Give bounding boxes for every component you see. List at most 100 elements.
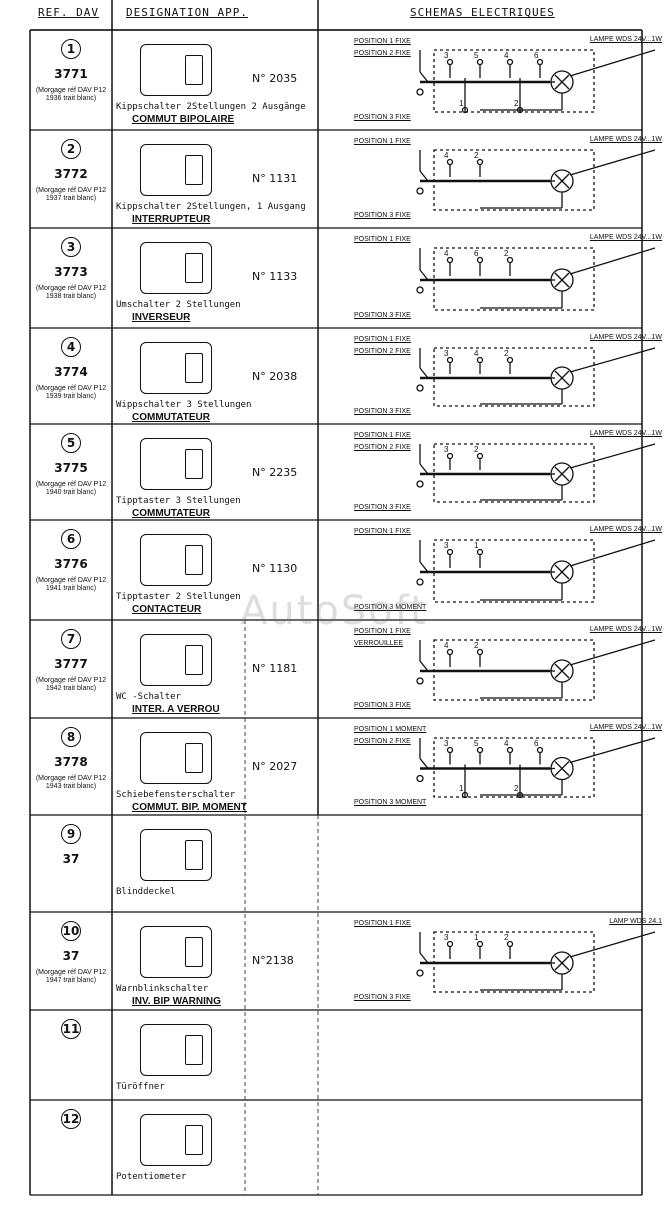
dav-ref-code: 3772: [54, 167, 88, 181]
switch-window: [185, 645, 203, 675]
dav-ref-code: 3773: [54, 265, 88, 279]
lamp-label: LAMPE WDS 24V...1W: [589, 36, 662, 43]
designation-german: Potentiometer: [116, 1172, 187, 1182]
switch-face-drawing: [140, 44, 212, 96]
dav-ref-note: (Morgage réf DAV P12 1937 trait blanc): [35, 187, 107, 202]
terminal-label: 2: [514, 784, 519, 793]
row-number: 3: [61, 237, 81, 257]
terminal-label: 2: [504, 933, 509, 942]
terminal-label: 2: [474, 641, 479, 650]
designation-french: INTER. A VERROU: [132, 704, 220, 715]
designation-german: Türöffner: [116, 1082, 165, 1092]
schema-position-3: POSITION 3 FIXE: [354, 114, 411, 121]
schema-position-1: POSITION 1 MOMENT: [354, 726, 427, 733]
dav-ref-note: (Morgage réf DAV P12 1939 trait blanc): [35, 385, 107, 400]
switch-window: [185, 545, 203, 575]
designation-german: Blinddeckel: [116, 887, 176, 897]
switch-face-drawing: [140, 342, 212, 394]
schema-drawing: 3 1 2: [416, 931, 656, 993]
terminal-label: 4: [504, 51, 509, 60]
switch-face-drawing: [140, 732, 212, 784]
part-number: N° 2027: [252, 760, 298, 773]
row-number: 12: [61, 1109, 81, 1129]
switch-face-drawing: [140, 1024, 212, 1076]
switch-window: [185, 353, 203, 383]
designation-german: WC -Schalter: [116, 692, 182, 702]
terminal-label: 4: [474, 349, 479, 358]
terminal-label: 3: [444, 739, 449, 748]
schema-position-1: POSITION 1 FIXE: [354, 528, 411, 535]
terminal-label: 1: [474, 933, 479, 942]
schema-position-2: POSITION 2 FIXE: [354, 348, 411, 355]
dav-ref-code: 3771: [54, 67, 88, 81]
terminal-label: 3: [444, 933, 449, 942]
designation-german: Umschalter 2 Stellungen: [116, 300, 241, 310]
lamp-label: LAMPE WDS 24V...1W: [589, 136, 662, 143]
switch-row: 1 3771 (Morgage réf DAV P12 1936 trait bla…: [30, 30, 662, 130]
terminal-label: 2: [514, 99, 519, 108]
schema-position-1: POSITION 1 FIXE: [354, 432, 411, 439]
switch-face-drawing: [140, 534, 212, 586]
part-number: N°2138: [252, 954, 294, 967]
terminal-label: 1: [459, 99, 464, 108]
lamp-label: LAMP WDS 24.1: [609, 918, 662, 925]
part-number: N° 1131: [252, 172, 298, 185]
designation-french: INVERSEUR: [132, 312, 191, 323]
schema-position-1: POSITION 1 FIXE: [354, 628, 411, 635]
row-number: 8: [61, 727, 81, 747]
switch-window: [185, 253, 203, 283]
dav-ref-note: (Morgage réf DAV P12 1941 trait blanc): [35, 577, 107, 592]
designation-french: COMMUTATEUR: [132, 508, 210, 519]
dav-ref-code: 37: [62, 949, 80, 963]
designation-german: Tipptaster 3 Stellungen: [116, 496, 241, 506]
dav-ref-note: (Morgage réf DAV P12 1947 trait blanc): [35, 969, 107, 984]
designation-german: Kippschalter 2Stellungen, 1 Ausgang: [116, 202, 306, 212]
schema-position-2: POSITION 2 FIXE: [354, 738, 411, 745]
terminal-label: 3: [444, 349, 449, 358]
terminal-label: 5: [474, 51, 479, 60]
dav-ref-code: 37: [62, 852, 80, 866]
row-number: 10: [61, 921, 81, 941]
lamp-label: LAMPE WDS 24V...1W: [589, 430, 662, 437]
switch-face-drawing: [140, 829, 212, 881]
terminal-label: 3: [444, 541, 449, 550]
terminal-label: 4: [504, 739, 509, 748]
wiring-schema: POSITION 1 FIXE POSITION 2 FIXE POSITION 3…: [350, 30, 670, 130]
switch-window: [185, 155, 203, 185]
designation-german: Wippschalter 3 Stellungen: [116, 400, 252, 410]
schema-position-2: POSITION 2 FIXE: [354, 50, 411, 57]
watermark: AutoSoft: [240, 588, 428, 634]
terminal-label: 6: [534, 51, 539, 60]
terminal-label: 4: [444, 249, 449, 258]
dav-ref-note: (Morgage réf DAV P12 1936 trait blanc): [35, 87, 107, 102]
dav-ref-note: (Morgage réf DAV P12 1938 trait blanc): [35, 285, 107, 300]
schema-position-1: POSITION 1 FIXE: [354, 38, 411, 45]
schema-position-2: VERROUILLEE: [354, 640, 404, 647]
switch-face-drawing: [140, 242, 212, 294]
dav-ref-note: (Morgage réf DAV P12 1940 trait blanc): [35, 481, 107, 496]
terminal-label: 6: [534, 739, 539, 748]
switch-face-drawing: [140, 438, 212, 490]
lamp-label: LAMPE WDS 24V...1W: [589, 334, 662, 341]
